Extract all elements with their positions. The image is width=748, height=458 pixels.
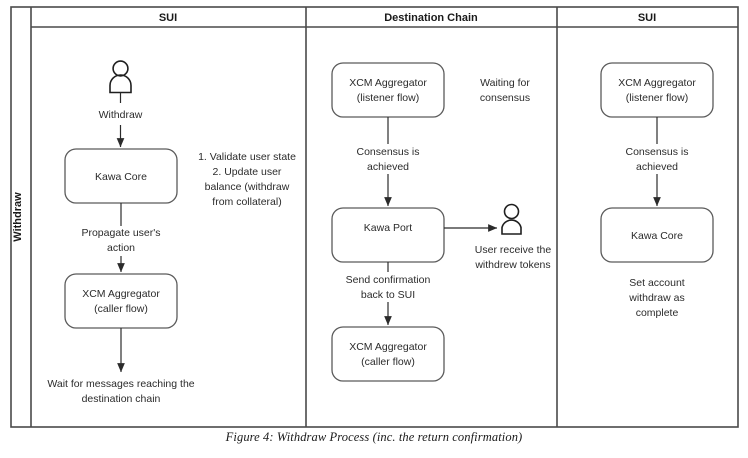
node-xcm-listener-return-line2: (listener flow) xyxy=(626,92,688,104)
process-lane-label: Withdraw xyxy=(12,192,24,242)
note-user-receive-tokens: User receive the withdrew tokens xyxy=(474,244,551,271)
node-kawa-port[interactable]: Kawa Port xyxy=(331,207,445,263)
svg-text:User receive the: User receive the xyxy=(475,244,552,256)
swimlane-grid xyxy=(10,6,739,428)
svg-text:Set account: Set account xyxy=(629,277,685,289)
svg-text:balance (withdraw: balance (withdraw xyxy=(205,181,290,193)
svg-text:complete: complete xyxy=(636,307,679,319)
note-validate-user-state: 1. Validate user state 2. Update user ba… xyxy=(198,151,296,208)
node-kawa-port-label: Kawa Port xyxy=(364,222,413,234)
actor-user-icon xyxy=(109,60,132,103)
lane-header-sui-source: SUI xyxy=(159,12,177,24)
note-set-account-complete: Set account withdraw as complete xyxy=(628,277,685,319)
edge-label-propagate-line1: Propagate user's xyxy=(81,227,160,239)
column-destination-chain: XCM Aggregator (listener flow) Waiting f… xyxy=(331,62,551,382)
lane-header-sui-return: SUI xyxy=(638,12,656,24)
edge-label-consensus-return-line1: Consensus is xyxy=(625,146,688,158)
node-xcm-aggregator-caller-dest[interactable]: XCM Aggregator (caller flow) xyxy=(331,326,445,382)
note-waiting-for-consensus: Waiting for consensus xyxy=(480,77,530,104)
svg-text:from collateral): from collateral) xyxy=(212,196,281,208)
actor-user-receive-icon xyxy=(501,203,522,235)
node-xcm-listener-return-line1: XCM Aggregator xyxy=(618,77,696,89)
node-xcm-aggregator-caller-source[interactable]: XCM Aggregator (caller flow) xyxy=(64,273,178,329)
node-xcm-caller-source-line2: (caller flow) xyxy=(94,303,148,315)
svg-text:consensus: consensus xyxy=(480,92,530,104)
column-sui-source: Withdraw Kawa Core 1. Validate user stat… xyxy=(47,60,296,405)
node-xcm-listener-dest-line1: XCM Aggregator xyxy=(349,77,427,89)
svg-text:withdrew tokens: withdrew tokens xyxy=(474,259,550,271)
svg-text:withdraw as: withdraw as xyxy=(628,292,684,304)
edge-label-send-confirmation-line1: Send confirmation xyxy=(346,274,431,286)
edge-label-withdraw: Withdraw xyxy=(99,109,143,121)
edge-label-consensus-dest-line2: achieved xyxy=(367,161,409,173)
node-kawa-core-return[interactable]: Kawa Core xyxy=(600,207,714,263)
node-xcm-aggregator-listener-return[interactable]: XCM Aggregator (listener flow) xyxy=(600,62,714,118)
node-kawa-core-source[interactable]: Kawa Core xyxy=(64,148,178,204)
node-xcm-listener-dest-line2: (listener flow) xyxy=(357,92,419,104)
column-sui-return: XCM Aggregator (listener flow) Consensus… xyxy=(600,62,714,319)
edge-label-wait-line1: Wait for messages reaching the xyxy=(47,378,194,390)
edge-label-consensus-return-line2: achieved xyxy=(636,161,678,173)
node-kawa-core-return-label: Kawa Core xyxy=(631,230,683,242)
lane-header-destination-chain: Destination Chain xyxy=(384,12,478,24)
edge-label-propagate-line2: action xyxy=(107,242,135,254)
node-xcm-aggregator-listener-dest[interactable]: XCM Aggregator (listener flow) xyxy=(331,62,445,118)
edge-label-wait-line2: destination chain xyxy=(82,393,161,405)
node-xcm-caller-dest-line2: (caller flow) xyxy=(361,356,415,368)
svg-text:Waiting for: Waiting for xyxy=(480,77,530,89)
node-xcm-caller-source-line1: XCM Aggregator xyxy=(82,288,160,300)
edge-label-send-confirmation-line2: back to SUI xyxy=(361,289,415,301)
node-kawa-core-source-label: Kawa Core xyxy=(95,171,147,183)
figure-caption: Figure 4: Withdraw Process (inc. the ret… xyxy=(225,430,523,444)
node-xcm-caller-dest-line1: XCM Aggregator xyxy=(349,341,427,353)
svg-text:1. Validate user state: 1. Validate user state xyxy=(198,151,296,163)
edge-label-consensus-dest-line1: Consensus is xyxy=(356,146,419,158)
diagram-outer-border xyxy=(10,6,739,428)
svg-text:2. Update user: 2. Update user xyxy=(213,166,282,178)
